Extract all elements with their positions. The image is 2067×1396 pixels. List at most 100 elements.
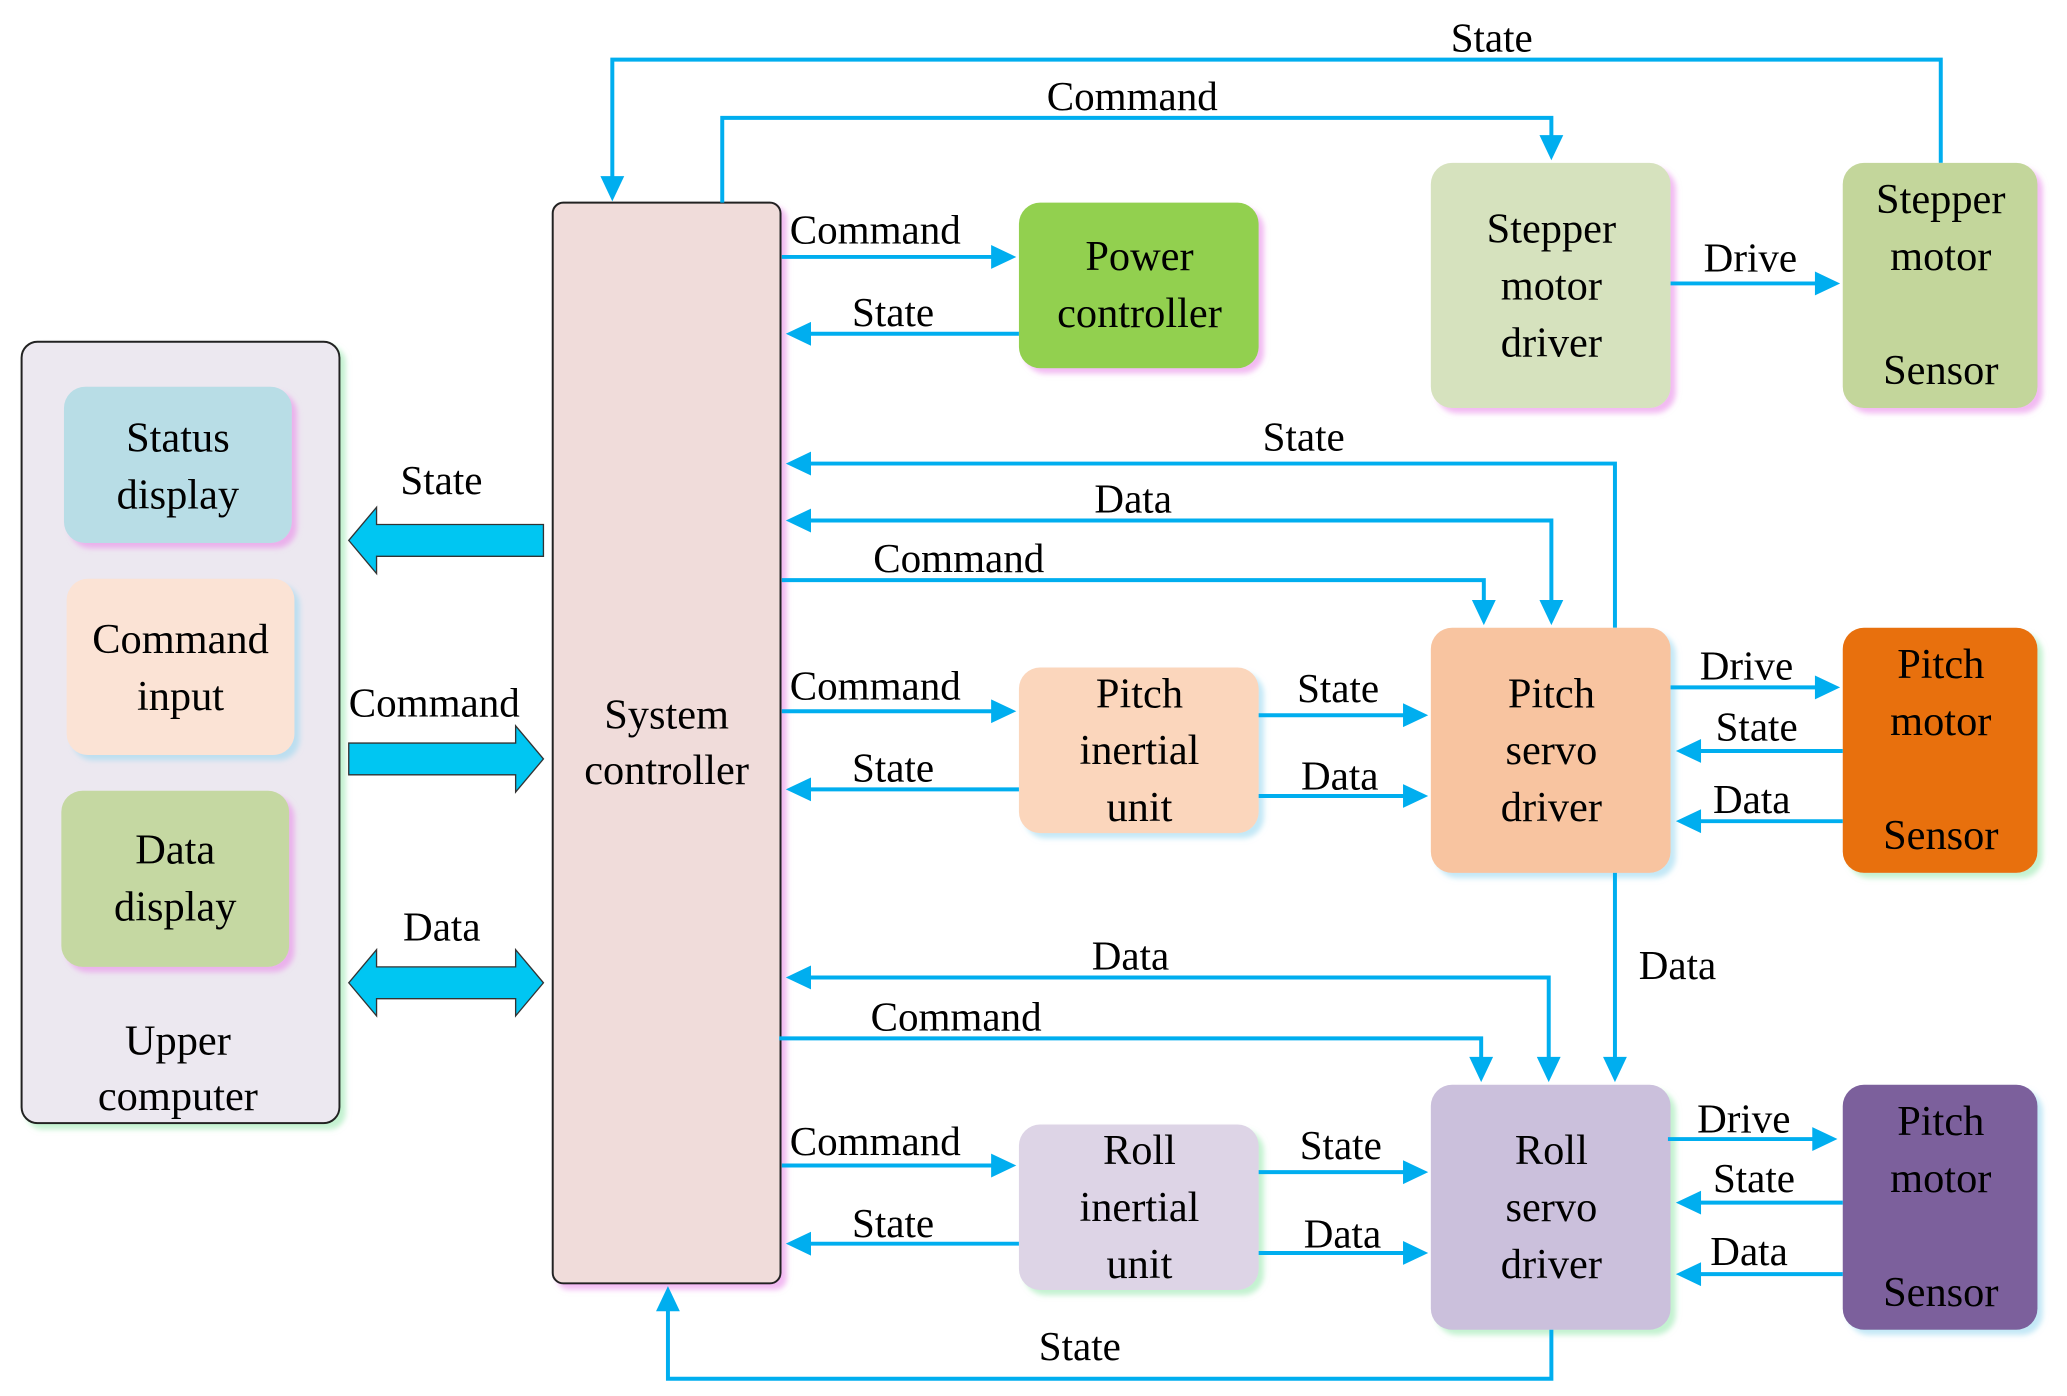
pitch-servo-data-wire [785, 508, 1564, 626]
roll-imu-label: Roll [1103, 1127, 1176, 1174]
bottom-state-wire [656, 1286, 1554, 1381]
roll-imu-to-servo-data-wire [1258, 1241, 1429, 1265]
roll-motor-block [1842, 1084, 2038, 1330]
stepper-motor-label-2: motor [1890, 233, 1991, 280]
uc-state-label: State [400, 457, 482, 503]
upper-computer-label-2: computer [98, 1073, 258, 1120]
data-display-block [61, 790, 290, 967]
data-display-label-2: display [114, 884, 237, 931]
stepper-driver-block [1430, 162, 1671, 408]
roll-imu-to-servo-state-label: State [1300, 1122, 1382, 1168]
pitch-motor-data-label: Data [1713, 776, 1790, 822]
pitch-to-roll-data-label: Data [1639, 942, 1716, 988]
pitch-imu-command-label: Command [790, 662, 961, 708]
pitch-servo-command-wire [781, 578, 1496, 626]
uc-data-label: Data [403, 903, 480, 949]
pitch-imu-block [1018, 667, 1259, 834]
roll-imu-command-label: Command [790, 1118, 961, 1164]
pitch-imu-label: Pitch [1096, 670, 1183, 717]
power-command-wire [781, 245, 1017, 269]
power-command-label: Command [790, 207, 961, 253]
system-controller-label-2: controller [584, 747, 749, 794]
roll-motor-data-wire [1675, 1262, 1843, 1287]
command-input-block [66, 578, 295, 755]
status-display-block [63, 386, 292, 544]
top-state-label: State [1451, 15, 1533, 61]
pitch-servo-block [1430, 627, 1671, 873]
roll-servo-command-label: Command [871, 993, 1042, 1039]
pitch-imu-to-servo-state-label: State [1297, 665, 1379, 711]
top-state-wire [600, 57, 1943, 202]
uc-state-arrow [347, 505, 545, 576]
pitch-motor-label-2: motor [1890, 698, 1991, 745]
pitch-motor-state-label: State [1716, 703, 1798, 749]
pitch-imu-command-wire [781, 699, 1017, 724]
data-display-label: Data [135, 827, 215, 874]
roll-motor-state-wire [1675, 1190, 1843, 1215]
pitch-sensor-label: Sensor [1883, 812, 1998, 859]
power-controller-label-2: controller [1057, 290, 1222, 337]
roll-servo-label-3: driver [1501, 1241, 1602, 1288]
bottom-state-label: State [1039, 1323, 1121, 1369]
top-command-wire [720, 115, 1564, 203]
pitch-servo-label-3: driver [1501, 784, 1602, 831]
uc-command-arrow [348, 723, 545, 794]
uc-data-arrow [347, 947, 545, 1018]
pitch-motor-data-wire [1675, 809, 1843, 834]
roll-servo-block [1430, 1084, 1671, 1330]
roll-servo-label-2: servo [1505, 1184, 1597, 1231]
pitch-imu-to-servo-data-label: Data [1301, 752, 1378, 798]
system-controller-label: System [604, 691, 729, 738]
roll-motor-label-2: motor [1890, 1155, 1991, 1202]
power-state-label: State [852, 289, 934, 335]
pitch-servo-label-2: servo [1505, 727, 1597, 774]
roll-imu-label-3: unit [1106, 1241, 1172, 1288]
status-display-label: Status [126, 415, 230, 462]
pitch-imu-label-3: unit [1106, 784, 1172, 831]
roll-motor-data-label: Data [1710, 1228, 1787, 1274]
roll-imu-block [1018, 1124, 1259, 1291]
status-display-label-2: display [117, 472, 240, 519]
power-controller-label: Power [1085, 233, 1193, 280]
pitch-motor-state-wire [1675, 739, 1843, 763]
stepper-driver-label: Stepper [1487, 205, 1616, 252]
pitch-imu-to-servo-data-wire [1258, 784, 1429, 808]
roll-servo-command-wire [779, 1036, 1494, 1083]
roll-imu-state-wire [785, 1231, 1019, 1256]
pitch-servo-command-label: Command [873, 535, 1044, 581]
pitch-to-roll-data-wire [1603, 872, 1627, 1083]
roll-drive-wire [1667, 1127, 1838, 1151]
roll-imu-to-servo-state-wire [1258, 1160, 1429, 1185]
uc-command-label: Command [349, 680, 520, 726]
pitch-servo-label: Pitch [1508, 670, 1595, 717]
stepper-drive-wire [1670, 271, 1841, 296]
pitch-imu-state-label: State [852, 744, 934, 790]
stepper-motor-block [1842, 162, 2038, 408]
pitch-servo-state-wire [785, 451, 1617, 628]
roll-imu-label-2: inertial [1079, 1184, 1199, 1231]
stepper-driver-label-2: motor [1501, 262, 1602, 309]
roll-drive-label: Drive [1697, 1095, 1790, 1141]
pitch-motor-label: Pitch [1897, 641, 1984, 688]
roll-servo-label: Roll [1515, 1127, 1588, 1174]
upper-computer-label: Upper [125, 1017, 231, 1064]
pitch-imu-state-wire [785, 777, 1019, 802]
roll-motor-state-label: State [1713, 1155, 1795, 1201]
pitch-imu-to-servo-state-wire [1258, 703, 1429, 728]
pitch-imu-label-2: inertial [1079, 727, 1199, 774]
pitch-servo-data-label: Data [1094, 476, 1171, 522]
roll-imu-state-label: State [852, 1200, 934, 1246]
